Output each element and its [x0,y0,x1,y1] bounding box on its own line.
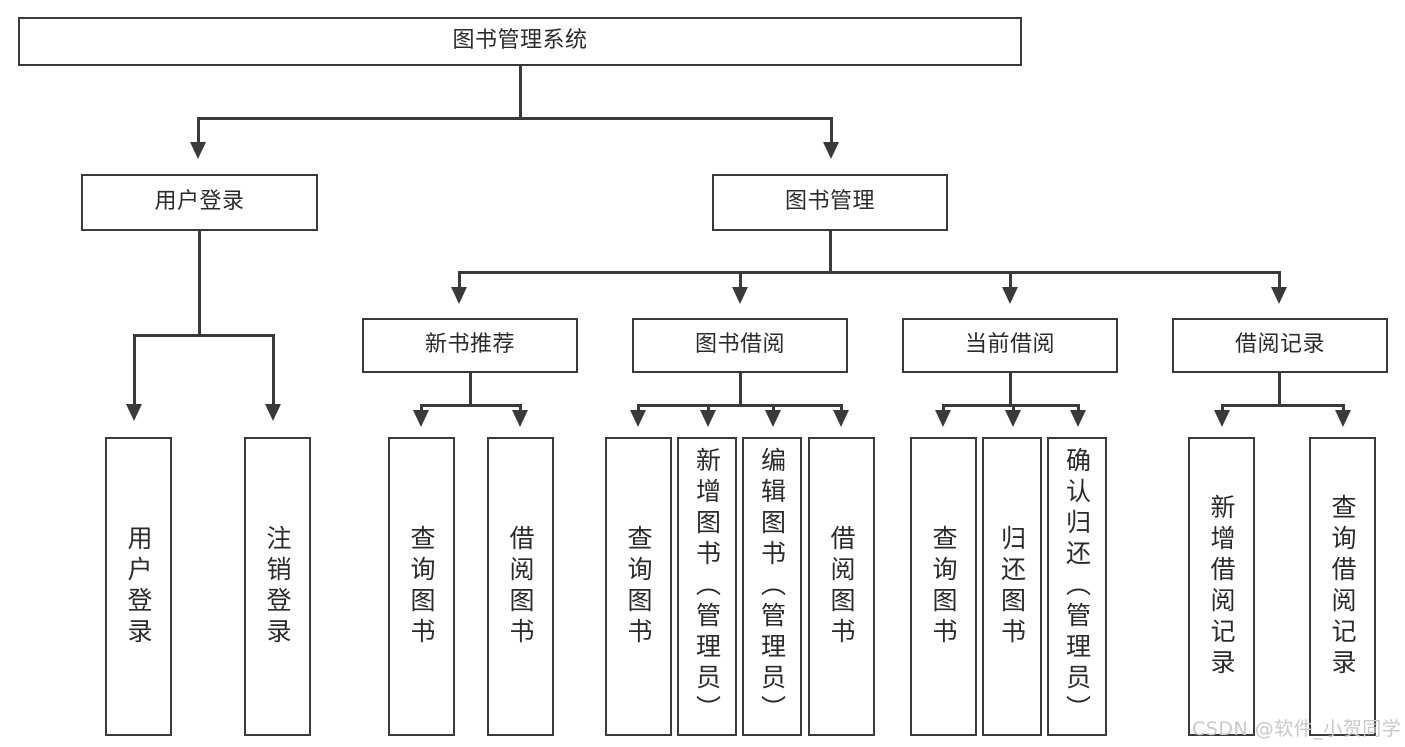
node-leaf-return-book[interactable]: 归还图书 [982,437,1042,736]
connector-nbr-stem [469,373,472,406]
arrowhead-to-book-management [823,142,839,159]
connector-bm-branch-2 [739,271,742,289]
node-label: 查询借阅记录 [1328,493,1357,680]
arrowhead-to-current-borrow [1002,287,1018,304]
connector-book-management-bus [458,271,1280,274]
connector-book-management-stem [829,231,832,273]
node-label: 编辑图书（管理员） [757,447,787,726]
arrowhead-bb-leaf-4 [833,410,849,427]
connector-root-to-book-management [830,117,833,145]
node-label: 用户登录 [124,524,153,649]
connector-bb-branch-1 [637,404,640,412]
arrowhead-cb-leaf-2 [1005,410,1021,427]
arrowhead-cb-leaf-1 [935,410,951,427]
arrowhead-to-borrow-record [1271,287,1287,304]
node-label: 查询图书 [929,524,958,649]
connector-user-login-stem [198,231,201,336]
node-label: 图书管理系统 [452,28,588,54]
arrowhead-cb-leaf-3 [1070,410,1086,427]
arrowhead-to-new-book-recommend [451,287,467,304]
node-leaf-borrow-book-nbr[interactable]: 借阅图书 [487,437,554,736]
connector-br-branch-2 [1342,404,1345,412]
connector-bm-branch-4 [1278,271,1281,289]
arrowhead-bb-leaf-2 [700,410,716,427]
node-label: 新增图书（管理员） [692,447,722,726]
node-leaf-add-borrow-record[interactable]: 新增借阅记录 [1188,437,1255,736]
arrowhead-nbr-leaf-1 [413,410,429,427]
connector-cb-branch-1 [942,404,945,412]
node-leaf-query-book-cb[interactable]: 查询图书 [910,437,977,736]
connector-br-stem [1278,373,1281,406]
connector-bm-branch-1 [458,271,461,289]
connector-cb-branch-3 [1077,404,1080,412]
connector-cb-bus [942,404,1079,407]
arrowhead-br-leaf-1 [1214,410,1230,427]
node-leaf-confirm-return-admin[interactable]: 确认归还（管理员） [1047,437,1107,736]
node-label: 新增借阅记录 [1207,493,1236,680]
arrowhead-bb-leaf-3 [765,410,781,427]
node-label: 归还图书 [997,524,1027,649]
node-leaf-user-login[interactable]: 用户登录 [105,437,172,736]
connector-bb-branch-2 [707,404,710,412]
node-label: 查询图书 [624,524,653,649]
node-leaf-edit-book-admin[interactable]: 编辑图书（管理员） [742,437,802,736]
node-label: 用户登录 [154,189,245,215]
arrowhead-br-leaf-2 [1335,410,1351,427]
connector-nbr-branch-2 [519,404,522,412]
arrowhead-bb-leaf-1 [630,410,646,427]
node-book-borrow[interactable]: 图书借阅 [632,318,848,373]
node-leaf-borrow-book-bb[interactable]: 借阅图书 [808,437,875,736]
connector-br-bus [1221,404,1344,407]
node-label: 注销登录 [263,524,292,649]
node-label: 新书推荐 [424,332,515,358]
connector-bb-bus [637,404,843,407]
node-new-book-recommend[interactable]: 新书推荐 [362,318,578,373]
node-leaf-query-book-nbr[interactable]: 查询图书 [388,437,455,736]
connector-bb-stem [739,373,742,406]
connector-user-login-bus [133,334,275,337]
connector-bb-branch-3 [772,404,775,412]
connector-root-stem [519,66,522,118]
connector-nbr-bus [420,404,521,407]
arrowhead-user-login-leaf-1 [126,404,142,421]
connector-root-bus [197,117,833,120]
node-leaf-logout[interactable]: 注销登录 [244,437,311,736]
connector-cb-branch-2 [1012,404,1015,412]
node-borrow-record[interactable]: 借阅记录 [1172,318,1388,373]
connector-bb-branch-4 [840,404,843,412]
node-leaf-query-book-bb[interactable]: 查询图书 [605,437,672,736]
node-label: 确认归还（管理员） [1062,447,1092,726]
arrowhead-to-book-borrow [732,287,748,304]
connector-bm-branch-3 [1009,271,1012,289]
node-book-management[interactable]: 图书管理 [712,174,948,231]
connector-user-login-branch-2 [272,334,275,407]
arrowhead-to-user-login [190,142,206,159]
connector-user-login-branch-1 [133,334,136,407]
node-current-borrow[interactable]: 当前借阅 [902,318,1118,373]
node-label: 图书管理 [784,189,875,215]
node-leaf-query-borrow-record[interactable]: 查询借阅记录 [1309,437,1376,736]
node-label: 借阅图书 [827,524,856,649]
connector-br-branch-1 [1221,404,1224,412]
node-label: 借阅记录 [1234,332,1325,358]
node-label: 借阅图书 [506,524,535,649]
arrowhead-nbr-leaf-2 [512,410,528,427]
connector-root-to-user-login [197,117,200,145]
node-user-login[interactable]: 用户登录 [81,174,318,231]
arrowhead-user-login-leaf-2 [265,404,281,421]
node-label: 当前借阅 [964,332,1055,358]
node-label: 图书借阅 [694,332,785,358]
node-book-management-system[interactable]: 图书管理系统 [18,17,1022,66]
node-label: 查询图书 [407,524,436,649]
node-leaf-add-book-admin[interactable]: 新增图书（管理员） [677,437,737,736]
connector-nbr-branch-1 [420,404,423,412]
connector-cb-stem [1009,373,1012,406]
csdn-watermark: CSDN @软件_小贺同学 [1192,718,1402,740]
